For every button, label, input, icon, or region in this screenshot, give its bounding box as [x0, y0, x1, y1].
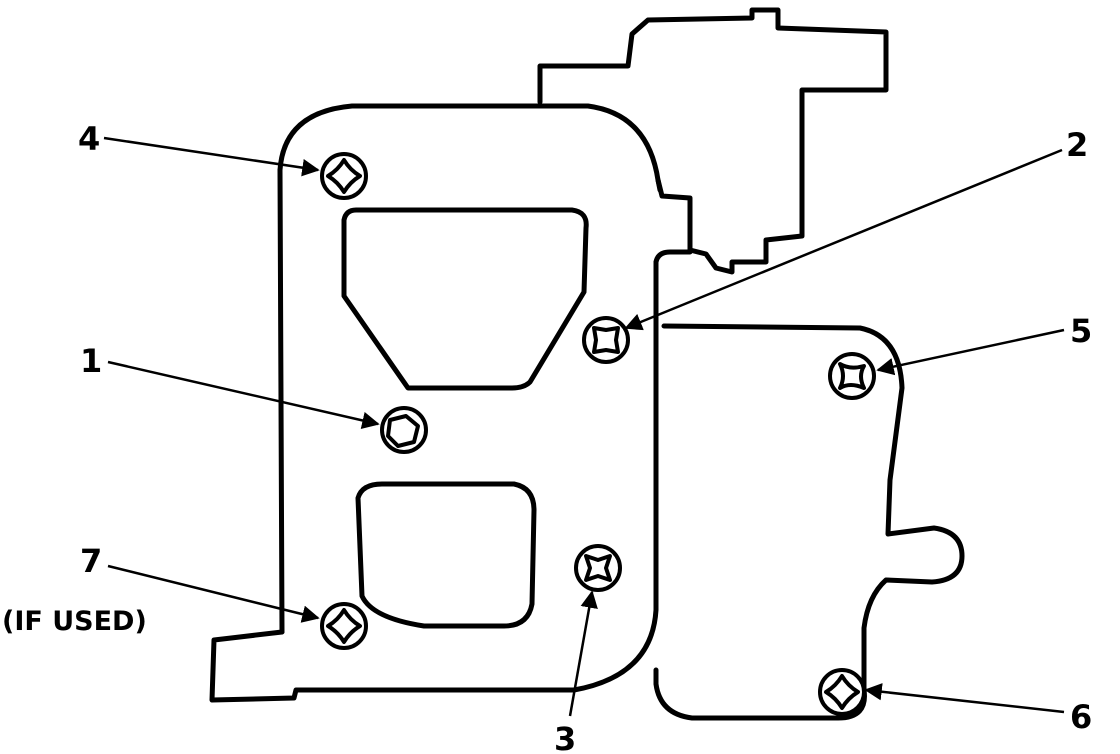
bolt-3 [574, 544, 622, 592]
leader-4 [103, 136, 320, 177]
lower-port [355, 481, 537, 629]
callout-1: 1 [80, 342, 102, 380]
bolt-5 [828, 352, 876, 400]
upper-port [341, 207, 589, 391]
callout-4: 4 [78, 120, 100, 158]
bolt-4 [320, 152, 368, 200]
callout-2: 2 [1066, 126, 1088, 164]
leader-5 [876, 328, 1065, 376]
callout-7-note: (IF USED) [2, 606, 147, 637]
manifold-plate-outline [277, 103, 663, 193]
bolt-2 [582, 316, 630, 364]
callout-7: 7 [80, 542, 102, 580]
leader-1 [107, 360, 380, 430]
leader-7 [107, 564, 320, 623]
leader-3 [568, 590, 598, 717]
leader-6 [864, 683, 1065, 714]
callout-5: 5 [1070, 312, 1092, 350]
callout-6: 6 [1070, 698, 1092, 736]
manifold-plate-bottom [209, 259, 659, 703]
bolt-6 [818, 668, 866, 716]
manifold-plate-center-edge [653, 249, 693, 265]
cover-plate-outline [653, 323, 965, 721]
bolt-1 [380, 406, 428, 454]
callout-3: 3 [554, 720, 576, 754]
bolt-7 [320, 602, 368, 650]
leader-2 [624, 148, 1063, 331]
carburetor-housing-outline [537, 7, 889, 275]
